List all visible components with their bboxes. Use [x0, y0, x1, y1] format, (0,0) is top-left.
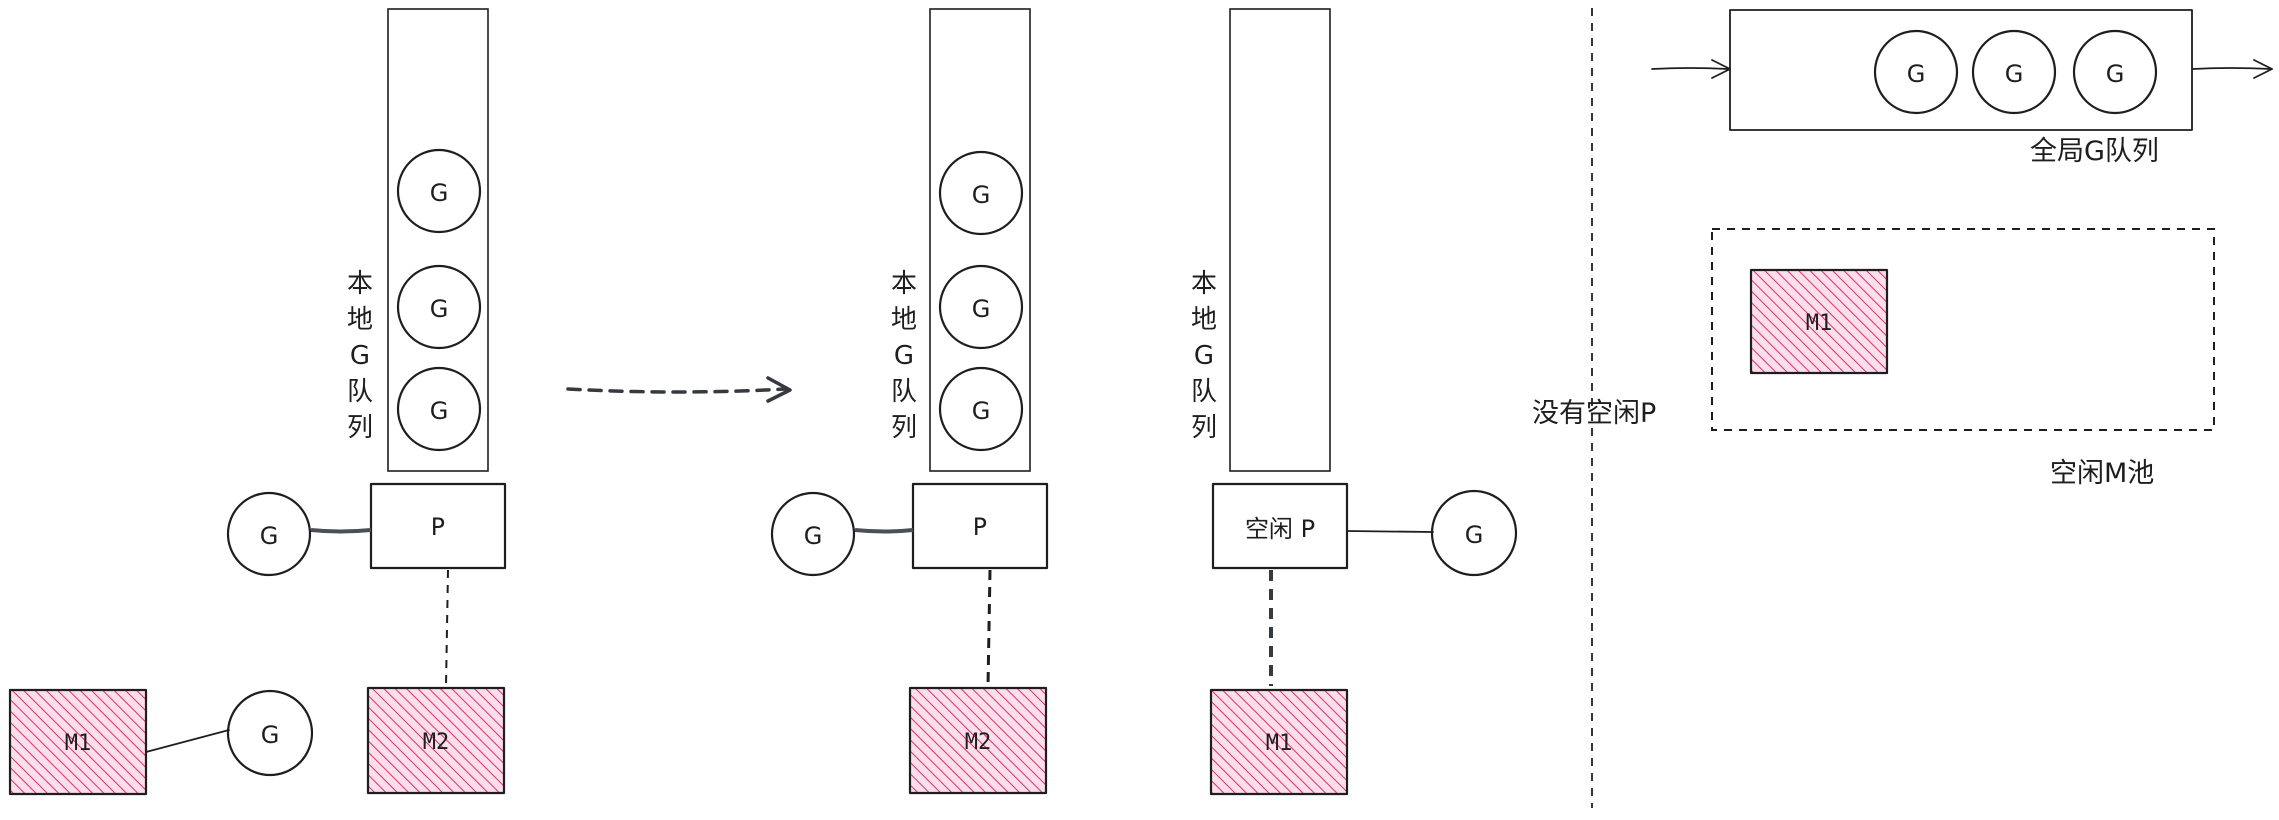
blocking-goroutine: G [226, 689, 314, 777]
dashed-arrow-right-icon [566, 376, 792, 403]
local-queue-label-char: 本 [1191, 269, 1217, 299]
svg-text:G: G [430, 179, 449, 207]
machine-m1: M1 [8, 688, 148, 796]
goroutine: G [2072, 29, 2158, 115]
goroutine: G [1971, 29, 2057, 115]
svg-text:P: P [973, 513, 987, 541]
blocking-goroutine: G [1430, 489, 1518, 577]
arrow-right-icon [1651, 59, 1731, 79]
svg-text:G: G [1465, 521, 1484, 549]
local-queue-label-char: G [894, 341, 914, 371]
arrow-right-icon [2192, 59, 2273, 79]
machine-m1: M1 [1209, 688, 1349, 796]
svg-text:G: G [972, 181, 991, 209]
running-goroutine: G [226, 491, 312, 577]
svg-text:G: G [261, 721, 280, 749]
svg-text:M1: M1 [65, 731, 92, 756]
no-idle-p-label: 没有空闲P [1532, 398, 1656, 429]
svg-text:G: G [2106, 60, 2125, 88]
g-p-link [310, 528, 372, 534]
local-queue-box [387, 8, 489, 472]
svg-text:M1: M1 [1806, 311, 1833, 336]
svg-text:G: G [1907, 60, 1926, 88]
machine-m1: M1 [1749, 268, 1889, 375]
local-queue-label: 本 地 G 队 列 [891, 269, 917, 443]
processor-p: P [369, 482, 507, 570]
idle-m-pool-box [1711, 228, 2215, 431]
m1-g-link [145, 729, 230, 753]
idle-processor-p: 空闲 P [1211, 482, 1349, 570]
local-queue-label-char: G [350, 341, 370, 371]
idle-m-pool-label: 空闲M池 [2050, 458, 2154, 489]
goroutine: G [1873, 29, 1959, 115]
local-queue-box-empty [1229, 8, 1331, 472]
svg-text:G: G [430, 295, 449, 323]
local-queue-label: 本 地 G 队 列 [1191, 269, 1217, 443]
svg-text:G: G [804, 522, 823, 550]
local-queue-label-char: 队 [347, 377, 373, 407]
global-queue-label: 全局G队列 [2030, 136, 2159, 167]
state-before: 本 地 G 队 列 G G G P G M [8, 8, 507, 796]
svg-text:G: G [972, 397, 991, 425]
goroutine: G [938, 366, 1024, 452]
local-queue-label-char: 队 [891, 377, 917, 407]
local-queue-label-char: 本 [891, 269, 917, 299]
p-m2-link [445, 569, 449, 687]
goroutine: G [938, 150, 1024, 236]
svg-text:空闲 P: 空闲 P [1245, 515, 1315, 543]
local-queue-label-char: 列 [1191, 413, 1217, 443]
local-queue-label-char: 本 [347, 269, 373, 299]
svg-text:M1: M1 [1266, 731, 1293, 756]
svg-text:M2: M2 [965, 730, 992, 755]
p-g-link [1346, 530, 1434, 533]
local-queue-box [929, 8, 1031, 472]
local-queue-label: 本 地 G 队 列 [347, 269, 373, 443]
local-queue-label-char: 列 [347, 413, 373, 443]
state-after-m2: 本 地 G 队 列 G G G P G M [770, 8, 1049, 795]
p-m2-link [986, 569, 992, 687]
global-g-queue: G G G 全局G队列 [1651, 9, 2273, 167]
running-goroutine: G [770, 491, 856, 577]
svg-text:G: G [430, 397, 449, 425]
local-queue-label-char: 列 [891, 413, 917, 443]
local-queue-label-char: 地 [891, 305, 917, 335]
goroutine: G [938, 264, 1024, 350]
local-queue-label-char: 地 [1191, 305, 1217, 335]
goroutine: G [396, 366, 482, 452]
goroutine: G [396, 148, 482, 234]
machine-m2: M2 [366, 686, 506, 795]
svg-text:M2: M2 [423, 730, 450, 755]
svg-text:G: G [2005, 60, 2024, 88]
svg-text:G: G [972, 295, 991, 323]
local-queue-label-char: 队 [1191, 377, 1217, 407]
local-queue-label-char: G [1194, 341, 1214, 371]
g-p-link [854, 528, 914, 534]
machine-m2: M2 [908, 686, 1048, 795]
processor-p: P [911, 482, 1049, 570]
svg-text:P: P [431, 513, 445, 541]
local-queue-label-char: 地 [347, 305, 373, 335]
state-after-idle-p: 本 地 G 队 列 空闲 P G M1 [1191, 8, 1518, 796]
goroutine: G [396, 264, 482, 350]
idle-m-pool: M1 空闲M池 [1711, 228, 2215, 489]
svg-text:G: G [260, 522, 279, 550]
